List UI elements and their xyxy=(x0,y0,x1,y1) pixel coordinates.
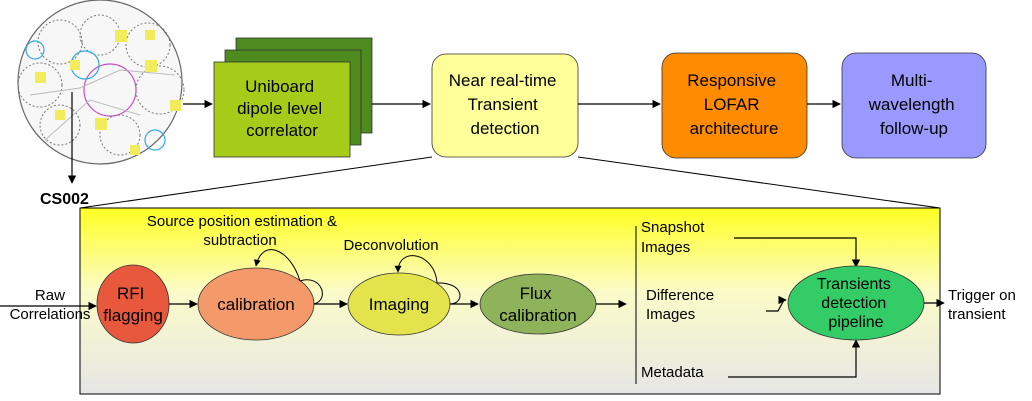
rfi-flagging-node: RFI flagging xyxy=(96,264,170,344)
transient-detection-box: Near real-time Transient detection xyxy=(431,53,579,158)
responsive-line-3: architecture xyxy=(690,119,779,138)
station-layout-image xyxy=(17,0,185,165)
svg-text:Imaging: Imaging xyxy=(369,295,429,314)
transient-line-1: Near real-time xyxy=(449,71,557,90)
imaging-node: Imaging xyxy=(347,272,451,336)
followup-box: Multi- wavelength follow-up xyxy=(841,52,987,159)
responsive-line-1: Responsive xyxy=(687,71,776,90)
flux-calibration-node: Flux calibration xyxy=(479,273,597,335)
correlator-line-3: correlator xyxy=(246,121,318,140)
metadata-label: Metadata xyxy=(641,364,704,381)
trigger-label: Trigger on transient xyxy=(948,287,1020,323)
svg-text:Flux calibration: Flux calibration xyxy=(499,284,577,325)
raw-correlations-label: Raw Correlations xyxy=(10,287,91,323)
calibration-node: calibration xyxy=(197,267,315,341)
deconvolution-label: Deconvolution xyxy=(343,237,438,254)
snapshot-images-label: Snapshot Images xyxy=(641,219,709,256)
svg-text:Responsive LOFAR a: Responsive LOFAR architecture xyxy=(687,71,781,138)
correlator-stack: Uniboard dipole level correlator xyxy=(213,37,373,158)
followup-line-3: follow-up xyxy=(880,119,948,138)
followup-line-1: Multi- xyxy=(891,71,933,90)
transients-detection-pipeline-node: Transients detection pipeline xyxy=(787,265,925,341)
transient-line-2: Transient xyxy=(468,95,539,114)
responsive-line-2: LOFAR xyxy=(704,95,760,114)
transient-line-3: detection xyxy=(471,119,540,138)
correlator-line-2: dipole level xyxy=(237,99,322,118)
svg-text:Multi- wavelength: Multi- wavelength follow-up xyxy=(868,71,960,138)
followup-line-2: wavelength xyxy=(868,95,955,114)
station-label: CS002 xyxy=(40,191,89,208)
responsive-lofar-box: Responsive LOFAR architecture xyxy=(661,52,808,159)
svg-text:Near real-time Transient: Near real-time Transient detection xyxy=(449,71,561,138)
source-position-label: Source position estimation & subtraction xyxy=(147,213,341,249)
svg-text:Transients detection: Transients detection pipeline xyxy=(817,276,896,331)
svg-text:calibration: calibration xyxy=(217,295,295,314)
svg-text:RFI flagging: RFI flagging xyxy=(103,284,163,325)
correlator-line-1: Uniboard xyxy=(245,77,314,96)
difference-images-label: Difference Images xyxy=(646,287,718,323)
svg-text:Uniboard dipole level: Uniboard dipole level correlator xyxy=(237,77,327,140)
